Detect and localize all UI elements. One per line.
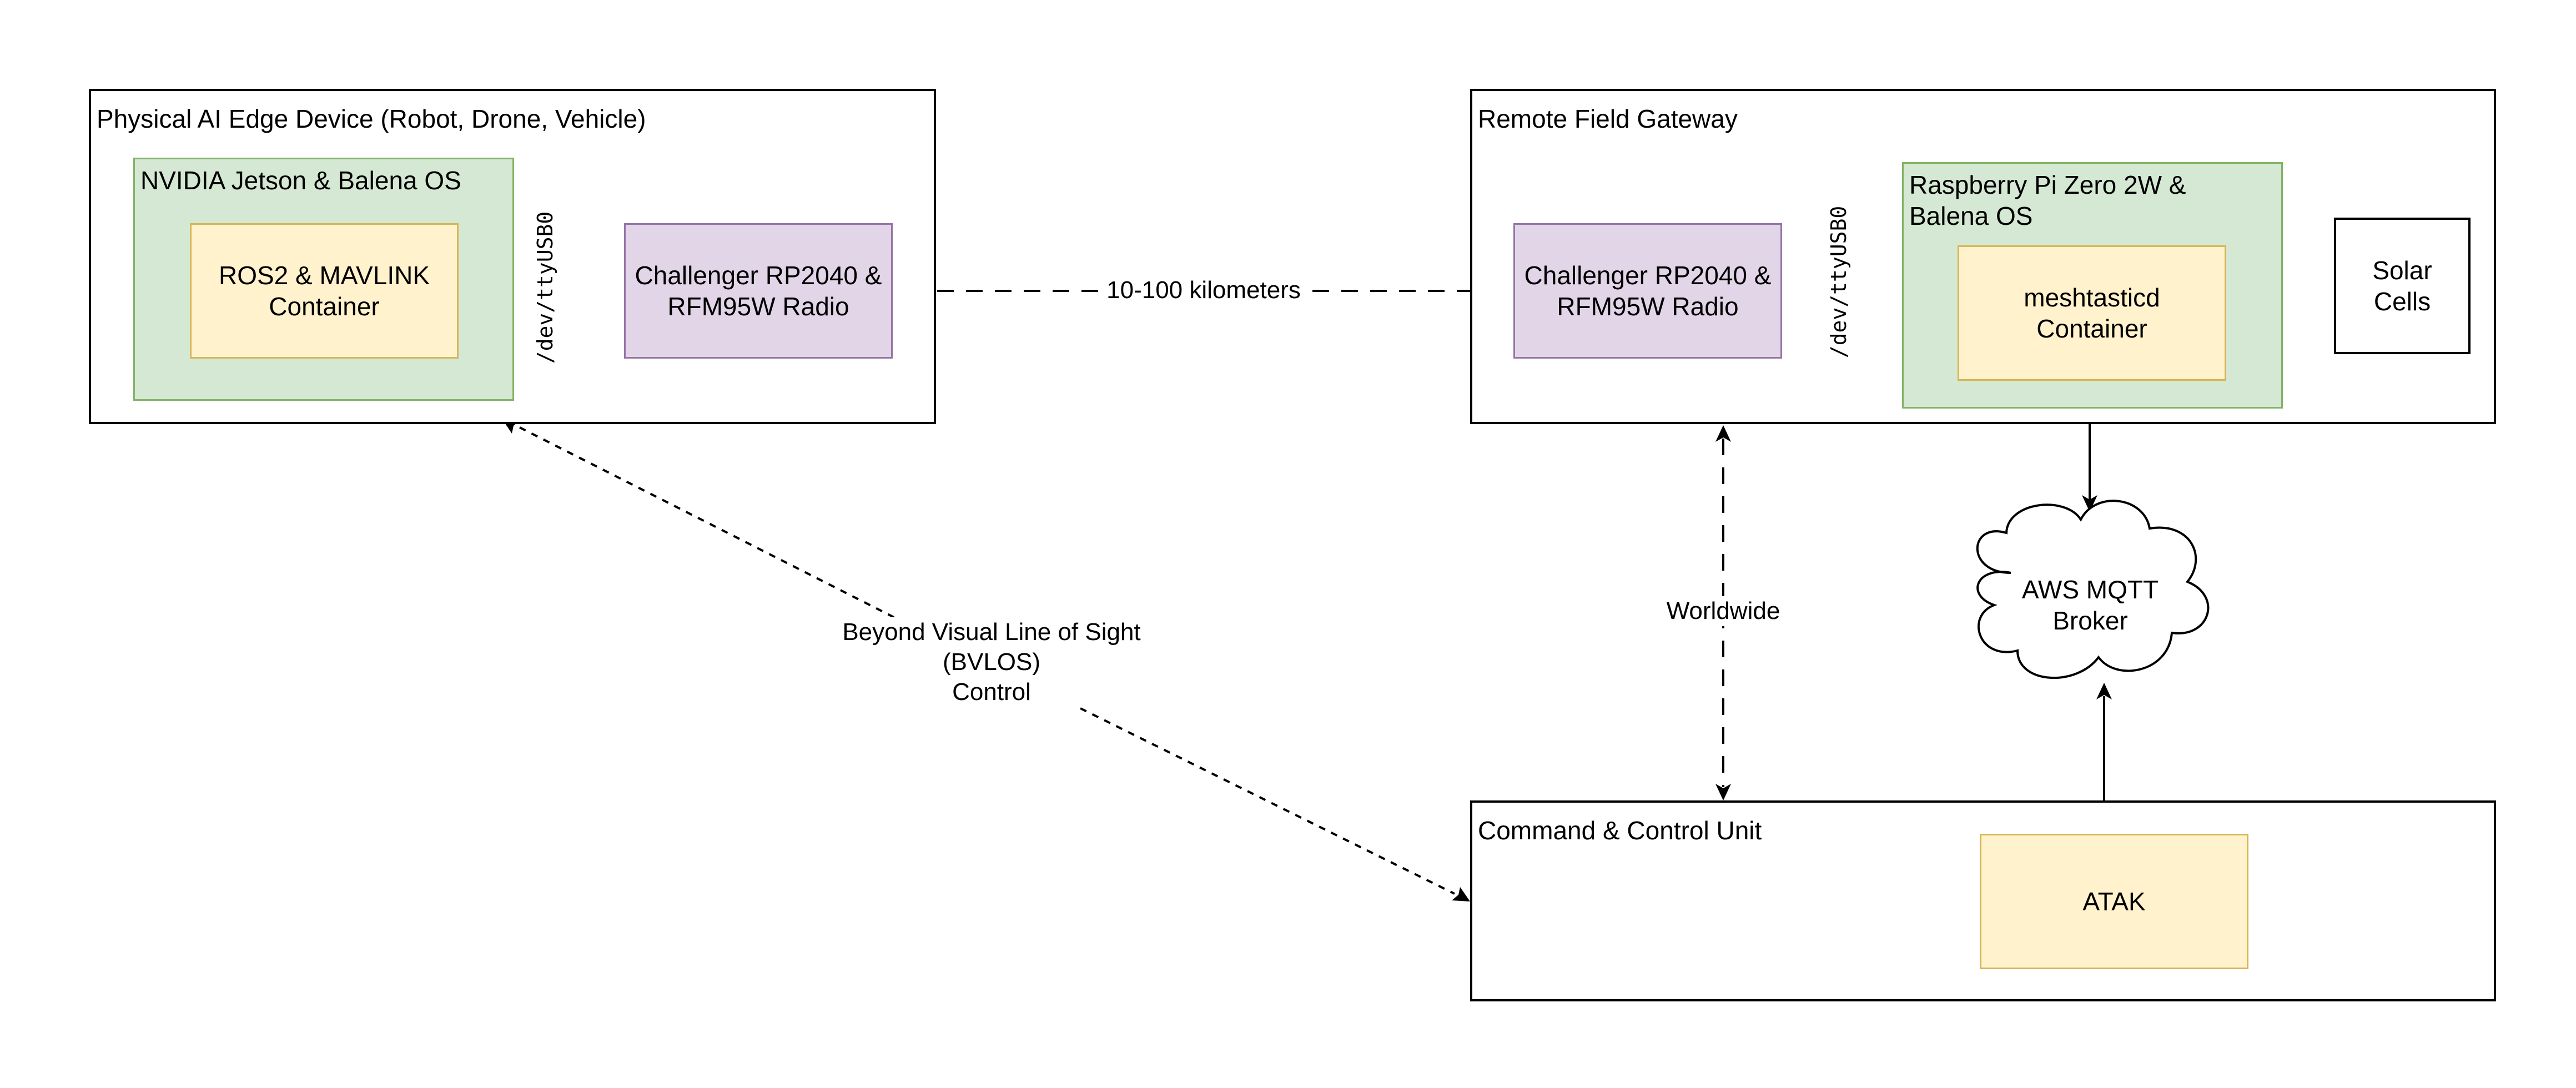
bvlos-edge-label: Beyond Visual Line of Sight (BVLOS) Cont… [831, 617, 1153, 707]
meshtasticd-container: meshtasticd Container [1958, 245, 2226, 381]
aws-mqtt-broker-label: AWS MQTT Broker [2021, 575, 2159, 635]
atak-box: ATAK [1980, 834, 2248, 969]
atak-to-cloud-edge [2096, 683, 2112, 800]
gateway-radio-box: Challenger RP2040 & RFM95W Radio [1513, 223, 1782, 359]
jetson-title: NVIDIA Jetson & Balena OS [140, 166, 461, 195]
edge-serial-label: /dev/ttyUSB0 [533, 211, 557, 364]
edge-radio-box: Challenger RP2040 & RFM95W Radio [624, 223, 893, 359]
gateway-title: Remote Field Gateway [1478, 104, 1738, 133]
range-edge-label: 10-100 kilometers [1103, 275, 1305, 305]
ros-mavlink-container: ROS2 & MAVLINK Container [190, 223, 459, 359]
gateway-serial-label: /dev/ttyUSB0 [1827, 205, 1851, 359]
edge-device-title: Physical AI Edge Device (Robot, Drone, V… [97, 104, 646, 133]
worldwide-edge-label: Worldwide [1663, 596, 1783, 626]
command-control-title: Command & Control Unit [1478, 816, 1762, 845]
solar-cells-box: Solar Cells [2334, 218, 2471, 354]
raspberry-pi-title: Raspberry Pi Zero 2W & Balena OS [1909, 170, 2186, 230]
